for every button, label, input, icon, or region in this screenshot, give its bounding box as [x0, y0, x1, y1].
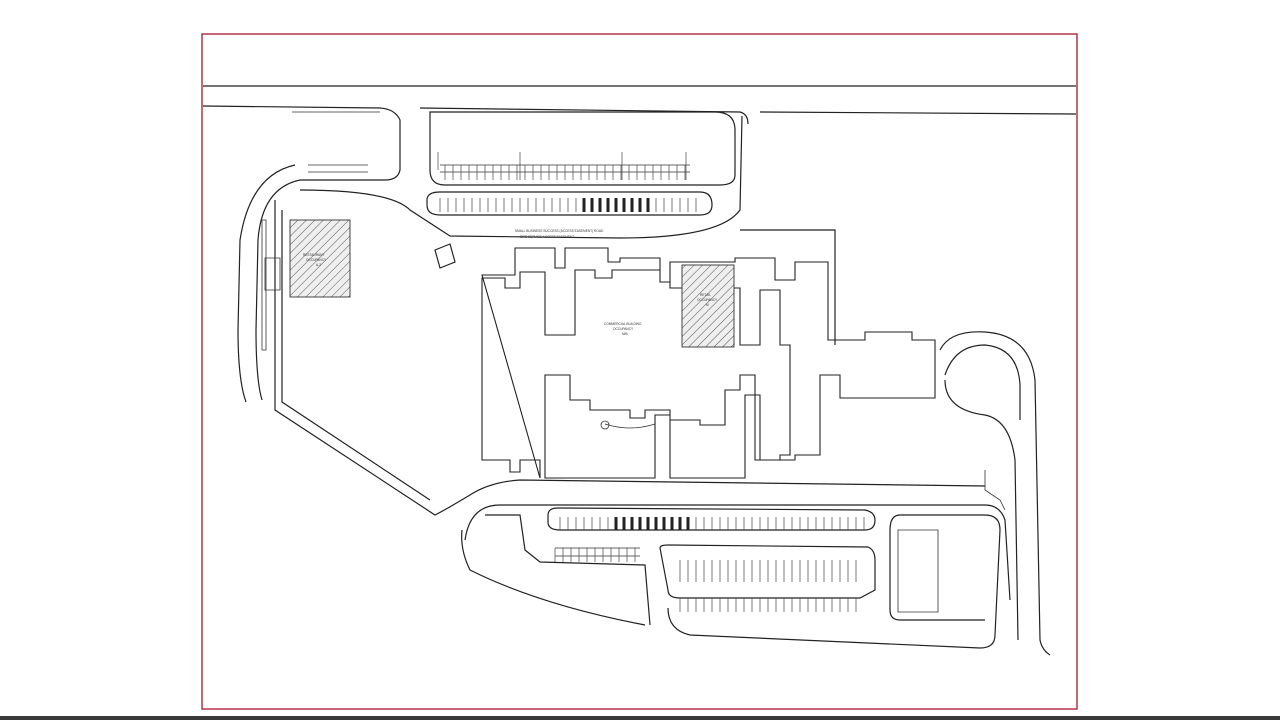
restaurant-label: RESTAURANT: [303, 253, 324, 257]
retail-building: RETAIL OCCUPANCY M: [681, 264, 735, 348]
top-stalls-row2: [439, 198, 697, 212]
restaurant-building: RESTAURANT OCCUPANCY A-2: [289, 219, 351, 298]
main-building-label: COMMERCIAL BUILDING: [604, 322, 642, 326]
main-building-sub: OCCUPANCY: [613, 327, 634, 331]
bottom-stalls-row2: [554, 548, 636, 562]
retail-label: RETAIL: [700, 293, 711, 297]
easement-note-2: SITE SERVICE ACCESS EASEMENT: [520, 235, 574, 239]
top-road: [202, 85, 1077, 181]
retail-sub: OCCUPANCY: [697, 298, 718, 302]
restaurant-sub2: A-2: [316, 263, 321, 267]
easement-note-1: SMALL BUSINESS SUCCESS (ACCESS EASEMENT)…: [515, 229, 604, 233]
top-stalls-row1: [444, 165, 686, 180]
dumpster-enclosure: [434, 243, 456, 269]
bottom-stalls-row1: [559, 517, 865, 530]
top-parking-lot: [299, 111, 743, 239]
main-building: COMMERCIAL BUILDING OCCUPANCY M/B: [481, 247, 936, 479]
bottom-status-strip: [0, 716, 1280, 720]
left-access-drive: [237, 164, 986, 516]
right-loop-drive: [740, 229, 1051, 656]
sheet-frame: [201, 33, 1078, 710]
retail-sub2: M: [706, 303, 709, 307]
bottom-stalls-row3: [679, 560, 857, 612]
bottom-parking-lot: [461, 504, 1011, 649]
restaurant-sub: OCCUPANCY: [306, 258, 327, 262]
main-building-sub2: M/B: [622, 332, 628, 336]
